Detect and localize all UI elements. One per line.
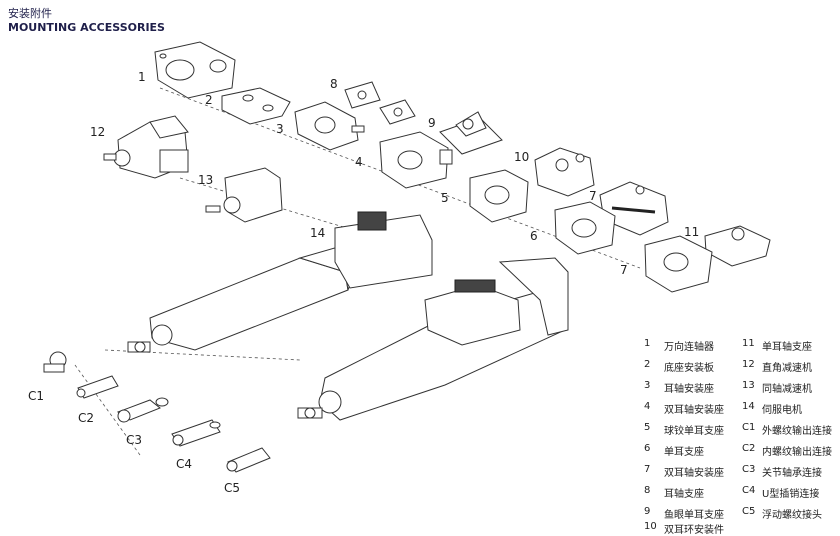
callout-1: 1 [138, 70, 146, 84]
part-6-single-clevis [554, 201, 616, 255]
part-1-universal-coupling [154, 41, 236, 99]
part-10-double-clevis [534, 147, 595, 197]
actuator-upper [127, 211, 433, 353]
part-5-spherical-clevis [469, 169, 529, 223]
callout-10: 10 [514, 150, 529, 164]
part-c1-external-thread [43, 351, 67, 373]
page-title-en: MOUNTING ACCESSORIES [8, 21, 165, 34]
callout-c4: C4 [176, 457, 192, 471]
part-9-rod-eye-clevis [439, 111, 503, 155]
page-title-cn: 安装附件 [8, 7, 52, 20]
part-13-inline-reducer [205, 167, 283, 223]
part-12-right-angle-reducer [103, 115, 189, 179]
part-c2-internal-thread [76, 375, 119, 399]
callout-5: 5 [441, 191, 449, 205]
callout-labels: 1 2 3 4 5 6 7 7 8 9 10 11 12 13 14 C1 C2… [28, 70, 699, 495]
callout-13: 13 [198, 173, 213, 187]
callout-3: 3 [276, 122, 284, 136]
part-4-double-trunnion-mount [379, 131, 453, 189]
callout-c3: C3 [126, 433, 142, 447]
callout-c2: C2 [78, 411, 94, 425]
part-3-trunnion-mount [294, 101, 365, 151]
part-8-trunnion-support [344, 81, 416, 125]
callout-7-lower: 7 [620, 263, 628, 277]
callout-14: 14 [310, 226, 325, 240]
part-c3-rod-end-bearing [116, 397, 169, 423]
callout-c5: C5 [224, 481, 240, 495]
actuator-lower [297, 257, 569, 421]
callout-7-upper: 7 [589, 189, 597, 203]
callout-11: 11 [684, 225, 699, 239]
part-c4-clevis-pin [171, 419, 221, 447]
callout-8: 8 [330, 77, 338, 91]
callout-2: 2 [205, 93, 213, 107]
callout-9: 9 [428, 116, 436, 130]
callout-c1: C1 [28, 389, 44, 403]
callout-6: 6 [530, 229, 538, 243]
callout-4: 4 [355, 155, 363, 169]
part-7-double-trunnion-mount-lower [644, 235, 713, 293]
part-2-base-plate [221, 87, 291, 125]
callout-12: 12 [90, 125, 105, 139]
part-11-single-trunnion-support [704, 225, 771, 267]
part-c5-floating-joint [226, 447, 271, 473]
